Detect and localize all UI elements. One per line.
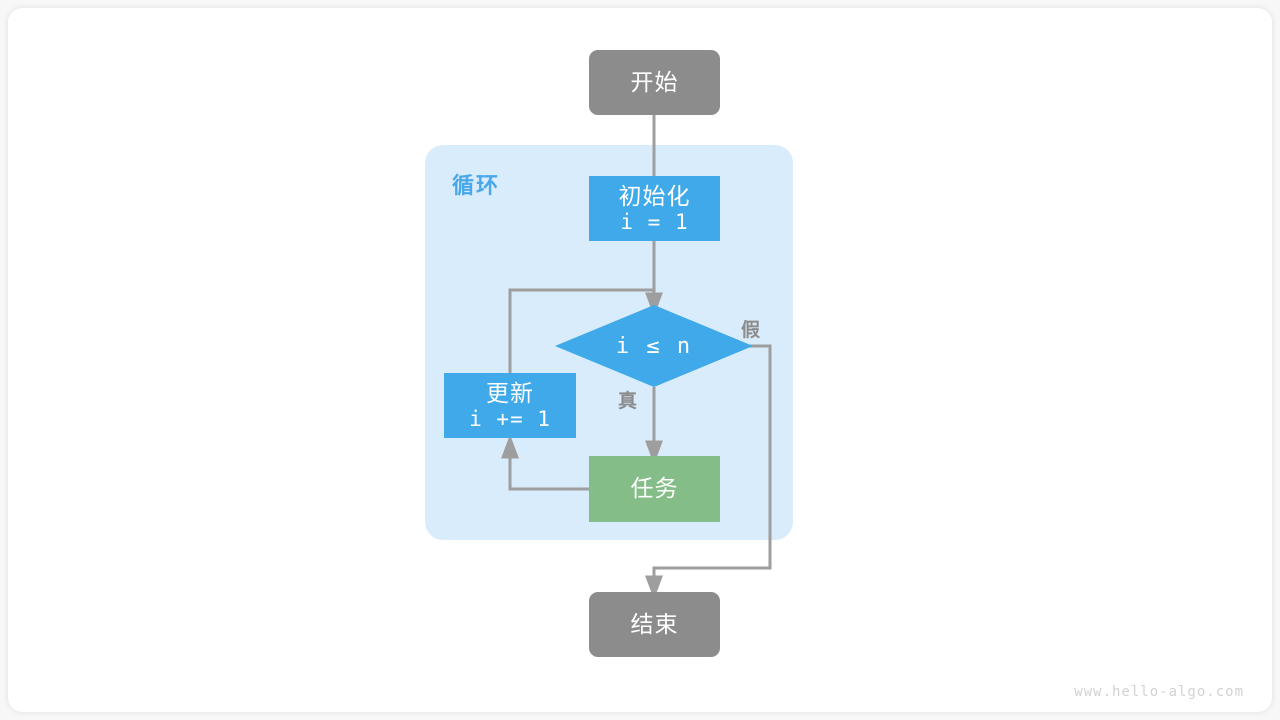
edge-condition-false-to-end bbox=[645, 344, 772, 600]
node-task[interactable]: 任务 bbox=[589, 456, 720, 522]
diamond-shape bbox=[555, 305, 753, 387]
edge-task-to-update bbox=[501, 434, 589, 491]
node-task-label: 任务 bbox=[630, 475, 679, 502]
node-init[interactable]: 初始化 i = 1 bbox=[589, 176, 720, 241]
edge-label-true: 真 bbox=[618, 391, 639, 412]
edge-update-to-condition bbox=[508, 288, 656, 373]
loop-group-label: 循环 bbox=[452, 173, 501, 198]
node-end-label: 结束 bbox=[630, 610, 679, 637]
node-update[interactable]: 更新 i += 1 bbox=[444, 373, 576, 438]
node-start-label: 开始 bbox=[630, 68, 679, 95]
node-init-code: i = 1 bbox=[620, 209, 689, 234]
node-condition-label: i ≤ n bbox=[615, 333, 693, 359]
node-update-label: 更新 bbox=[486, 379, 534, 406]
edge-label-false: 假 bbox=[741, 320, 762, 341]
watermark-text: www.hello-algo.com bbox=[1074, 684, 1244, 700]
node-init-label: 初始化 bbox=[618, 182, 691, 209]
node-condition[interactable]: i ≤ n bbox=[555, 305, 753, 387]
node-update-code: i += 1 bbox=[469, 406, 551, 431]
node-start[interactable]: 开始 bbox=[589, 50, 720, 115]
node-end[interactable]: 结束 bbox=[589, 592, 720, 657]
